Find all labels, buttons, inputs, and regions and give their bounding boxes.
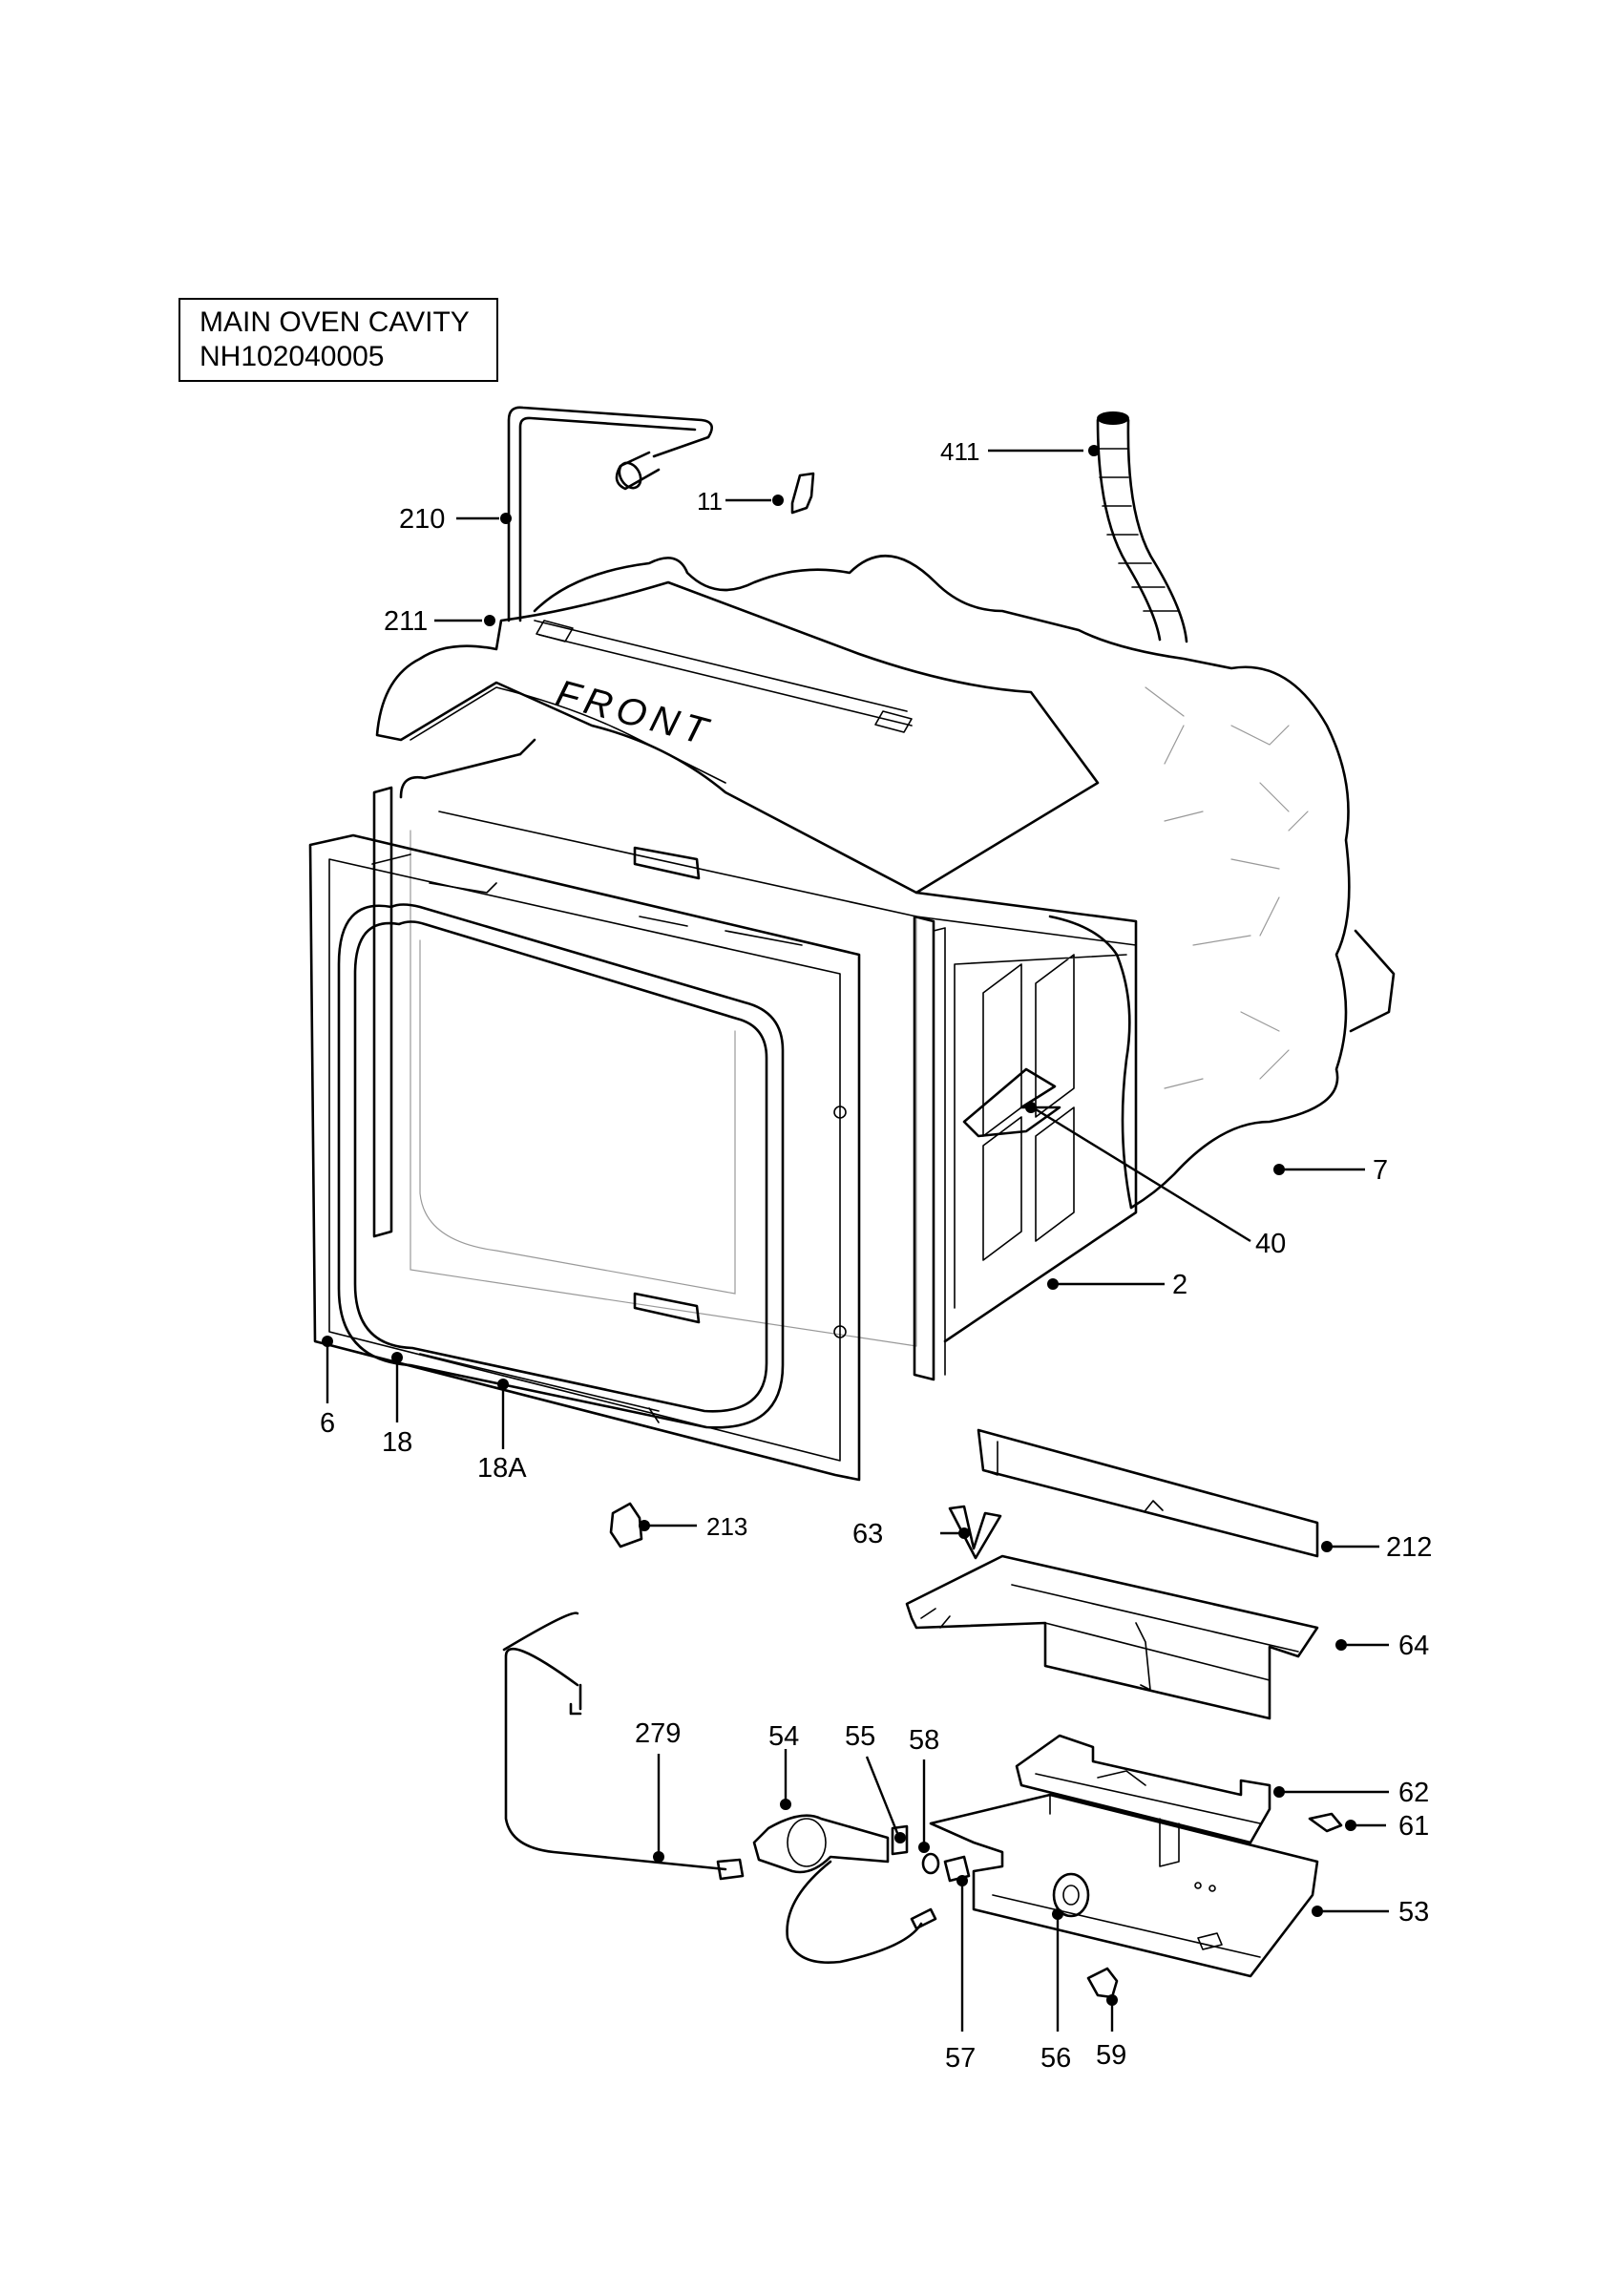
bracket-40 [962, 1067, 1061, 1138]
diagram-title: MAIN OVEN CAVITY [200, 306, 470, 338]
callout-53: 53 [1398, 1897, 1429, 1927]
top-panel: FRONT [375, 580, 1100, 895]
callout-58: 58 [909, 1725, 939, 1756]
callout-213: 213 [706, 1512, 747, 1541]
diagram-part-number: NH102040005 [200, 341, 385, 372]
callout-labels: 411 11 210 211 7 40 2 6 18 18A 213 63 21… [320, 437, 1432, 2074]
thermocouple-279 [502, 1611, 745, 1881]
burner-base-53 [929, 1793, 1319, 1978]
callout-40: 40 [1255, 1229, 1286, 1259]
front-frame-18A [308, 786, 861, 1482]
callout-7: 7 [1373, 1155, 1388, 1186]
callout-279: 279 [635, 1718, 681, 1749]
front-label: FRONT [552, 672, 717, 754]
clip-63 [948, 1505, 1002, 1560]
callout-411: 411 [940, 437, 979, 466]
washer-58 [921, 1852, 940, 1875]
burner-54 [752, 1814, 937, 1964]
callout-61: 61 [1398, 1811, 1429, 1842]
leader-lines [322, 445, 1389, 2032]
nut-56 [1052, 1872, 1090, 1918]
clip-61 [1308, 1812, 1343, 1833]
elbow-57 [943, 1855, 971, 1883]
oven-cavity [399, 738, 1396, 1347]
heat-shield-212 [977, 1428, 1319, 1558]
callout-210: 210 [399, 504, 445, 535]
door-seal-18 [337, 903, 785, 1429]
callout-18A: 18A [477, 1453, 527, 1484]
callout-2: 2 [1172, 1270, 1187, 1300]
callout-6: 6 [320, 1408, 335, 1439]
callout-212: 212 [1386, 1532, 1432, 1563]
hose-411 [1096, 411, 1188, 643]
clip-59 [1086, 1967, 1119, 1999]
callout-55: 55 [845, 1721, 875, 1752]
capillary-tube-210 [507, 406, 713, 622]
callout-11: 11 [697, 487, 723, 516]
burner-tray-64 [905, 1554, 1319, 1720]
callout-63: 63 [852, 1519, 883, 1549]
callout-211: 211 [384, 606, 428, 637]
diagram-title-box: MAIN OVEN CAVITY NH102040005 [179, 298, 498, 382]
burner-bracket-62 [1015, 1734, 1271, 1844]
injector-55 [891, 1824, 909, 1856]
side-frame-right [913, 915, 946, 1381]
callout-54: 54 [768, 1721, 799, 1752]
callout-57: 57 [945, 2043, 976, 2074]
callout-64: 64 [1398, 1631, 1429, 1661]
callout-59: 59 [1096, 2040, 1126, 2071]
callout-56: 56 [1040, 2043, 1071, 2074]
clip-11 [790, 472, 815, 515]
clip-213 [609, 1502, 643, 1548]
callout-18: 18 [382, 1427, 412, 1458]
insulation-blanket [533, 554, 1351, 1210]
callout-62: 62 [1398, 1778, 1429, 1808]
